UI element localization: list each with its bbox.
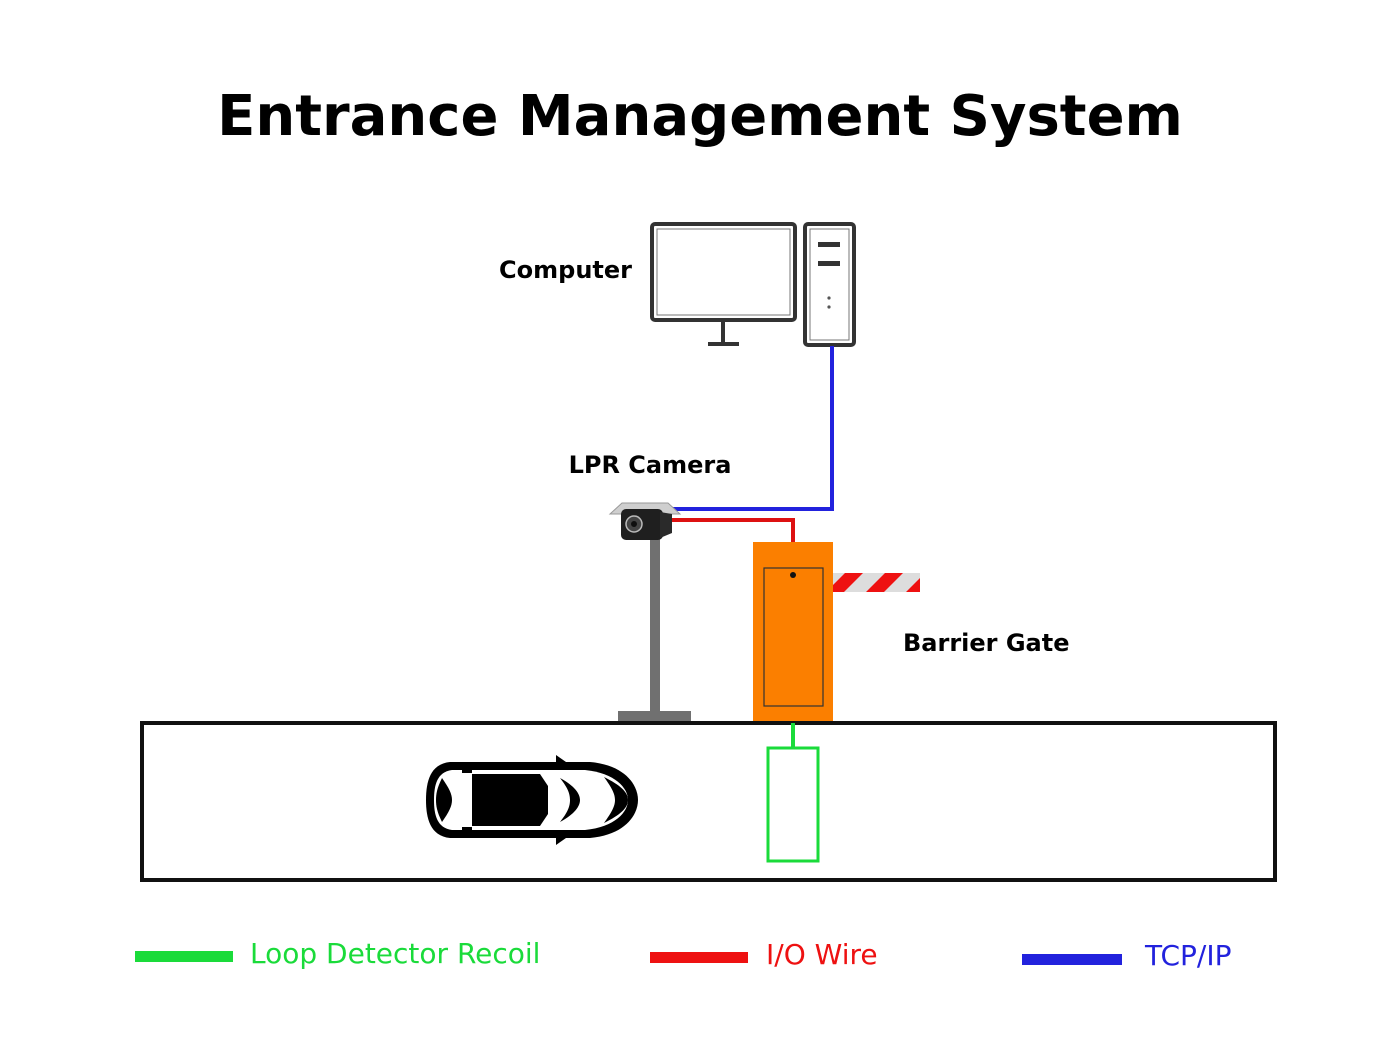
legend-item-tcp-ip: TCP/IP [1022,939,1231,972]
computer-icon [650,222,856,347]
legend-label-loop: Loop Detector Recoil [250,937,540,970]
green-line-icon [135,951,233,962]
legend: Loop Detector Recoil I/O Wire TCP/IP [135,937,1231,972]
red-line-icon [650,952,748,963]
legend-item-loop: Loop Detector Recoil [135,937,540,970]
car-top-view-icon [426,755,638,845]
tcp-ip-connection [668,346,834,511]
io-wire-connection [670,518,795,543]
legend-label-io-wire: I/O Wire [766,938,878,971]
loop-detector [766,723,820,863]
barrier-gate-icon [753,542,920,723]
road [140,721,1277,882]
computer-label: Computer [499,256,632,284]
legend-label-tcp-ip: TCP/IP [1144,939,1231,972]
diagram-title: Entrance Management System [217,84,1183,149]
blue-line-icon [1022,954,1122,965]
camera-label: LPR Camera [569,451,732,479]
cctv-camera-icon [608,502,691,721]
legend-item-io-wire: I/O Wire [650,938,878,971]
barrier-label: Barrier Gate [903,629,1070,657]
